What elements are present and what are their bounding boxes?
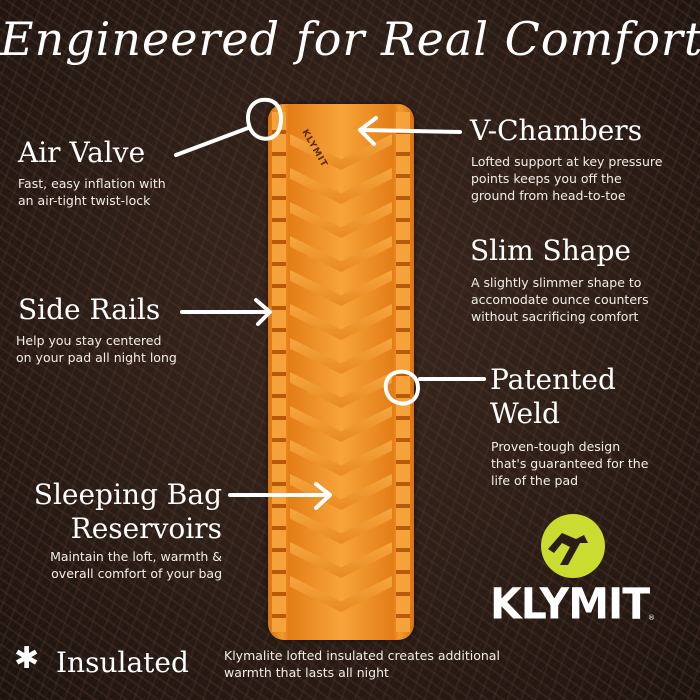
- side-rails-title: Side Rails: [18, 293, 161, 326]
- insulated-description: Klymalite lofted insulated creates addit…: [224, 648, 500, 680]
- sleeping-pad-image: KLYMIT: [268, 104, 414, 640]
- side-rail-left: [272, 112, 286, 632]
- v-chambers-title: V-Chambers: [470, 114, 643, 147]
- v-chambers-description: Lofted support at key pressure points ke…: [471, 154, 663, 203]
- air-valve-pointer-line: [174, 126, 250, 157]
- side-rails-arrow-icon: [180, 298, 272, 326]
- registered-mark: ®: [648, 614, 655, 622]
- patented-weld-description: Proven-tough design that's guaranteed fo…: [491, 439, 649, 488]
- side-rail-right: [396, 112, 410, 632]
- v-chambers-pattern: [290, 134, 392, 626]
- asterisk-snowflake-icon: ✱: [14, 641, 40, 676]
- slim-shape-description: A slightly slimmer shape to accomodate o…: [471, 275, 649, 324]
- air-valve-description: Fast, easy inflation with an air-tight t…: [18, 176, 166, 208]
- reservoirs-title: Sleeping Bag Reservoirs: [33, 478, 222, 545]
- slim-shape-title: Slim Shape: [470, 234, 631, 267]
- patented-weld-title: Patented Weld: [490, 363, 616, 430]
- side-rails-description: Help you stay centered on your pad all n…: [16, 333, 177, 365]
- klymit-logo-icon: [541, 514, 605, 578]
- insulated-title: Insulated: [56, 646, 189, 679]
- headline-title: Engineered for Real Comfort: [0, 12, 700, 66]
- air-valve-title: Air Valve: [18, 136, 146, 169]
- reservoirs-description: Maintain the loft, warmth & overall comf…: [50, 549, 222, 581]
- brand-wordmark: KLYMIT: [490, 578, 650, 630]
